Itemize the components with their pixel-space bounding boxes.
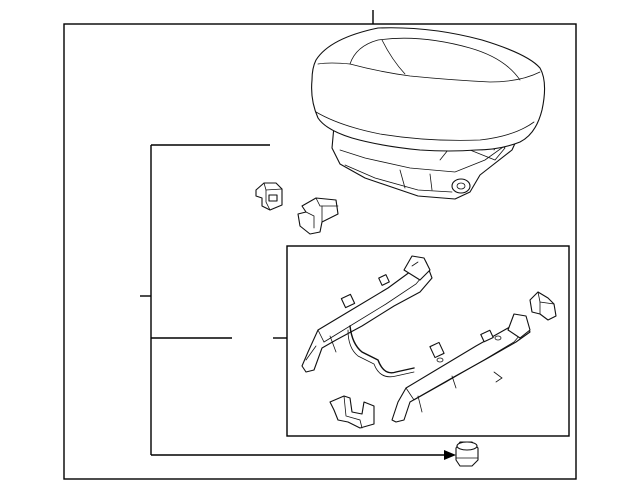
seat-track-box xyxy=(286,245,570,437)
track-bracket-part xyxy=(329,395,375,429)
cap-nut-part xyxy=(455,441,479,467)
track-cover-clip xyxy=(529,291,557,321)
seat-cushion-assembly xyxy=(311,27,546,200)
outer-frame xyxy=(63,23,577,480)
bracket-part xyxy=(297,197,339,235)
seat-track-assembly xyxy=(301,255,531,423)
arrow-head-icon xyxy=(444,450,456,460)
clip-part xyxy=(255,182,283,211)
callout-bracket-lines xyxy=(140,144,456,460)
